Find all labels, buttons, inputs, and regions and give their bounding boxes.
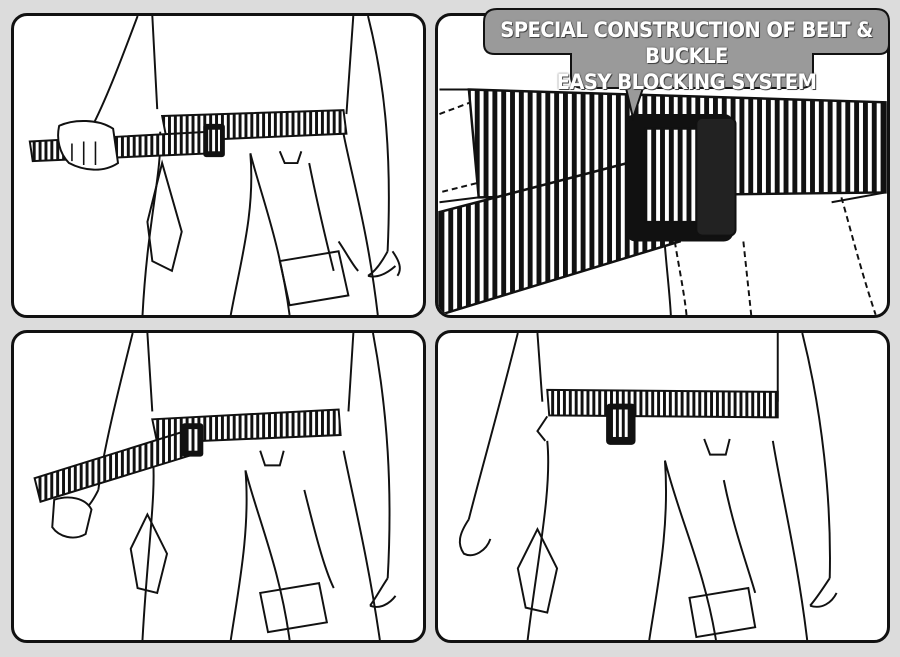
callout-shape (483, 8, 890, 122)
step-1-panel (11, 13, 426, 318)
step-3-panel (11, 330, 426, 643)
step-4-panel (435, 330, 890, 643)
callout-bubble: SPECIAL CONSTRUCTION OF BELT & BUCKLE EA… (483, 8, 890, 122)
step-2-panel (435, 13, 890, 318)
callout-text: SPECIAL CONSTRUCTION OF BELT & BUCKLE EA… (497, 17, 876, 95)
step-3-illustration (33, 333, 397, 640)
callout-line-2: EASY BLOCKING SYSTEM (556, 70, 817, 94)
callout-line-1: SPECIAL CONSTRUCTION OF BELT & BUCKLE (500, 18, 873, 68)
step-1-illustration (28, 16, 401, 315)
step-2-illustration (438, 88, 887, 315)
step-4-illustration (458, 333, 838, 640)
